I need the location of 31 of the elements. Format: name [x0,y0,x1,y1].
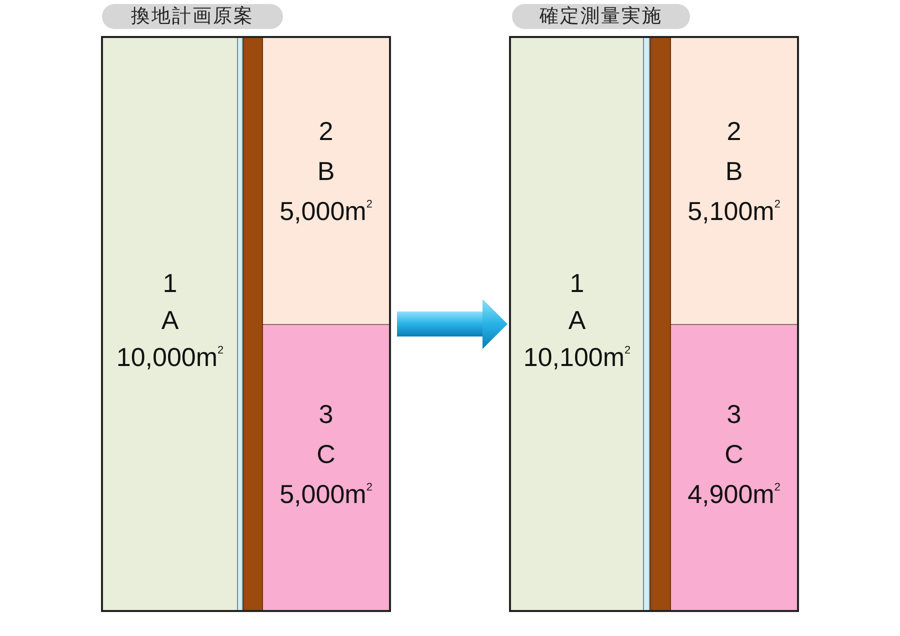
lot-name: B [317,154,335,188]
panel-heading: 換地計画原案 [102,4,283,29]
lot-name: A [568,304,586,336]
lot-area: 4,900m$^{2}$ [688,474,780,514]
lot-name: C [724,438,744,470]
land-parcel [671,325,797,610]
lot-name: C [316,438,336,470]
lot-number: 3 [726,398,742,430]
lot-area: 5,000m$^{2}$ [280,474,372,514]
land-parcel [511,38,643,610]
lot-area: 5,000m$^{2}$ [280,190,372,230]
land-parcel [263,38,389,325]
road-strip [650,38,671,610]
lot-area: 5,100m$^{2}$ [688,190,780,230]
lot-number: 2 [318,114,334,148]
lot-number: 2 [726,114,742,148]
panel-heading: 確定測量実施 [512,4,690,29]
narrow-strip [237,38,243,610]
road-strip [243,38,263,610]
block-arrow [397,299,508,349]
lot-number: 1 [570,266,584,300]
land-parcel [671,38,797,325]
lot-name: A [161,304,179,336]
lot-area: 10,100m$^{2}$ [523,338,631,376]
narrow-strip [643,38,650,610]
land-parcel [103,38,237,610]
land-parcel [263,325,389,610]
lot-area: 10,000m$^{2}$ [116,338,224,376]
lot-number: 1 [162,266,178,300]
lot-name: B [725,154,743,188]
lot-number: 3 [318,398,334,430]
